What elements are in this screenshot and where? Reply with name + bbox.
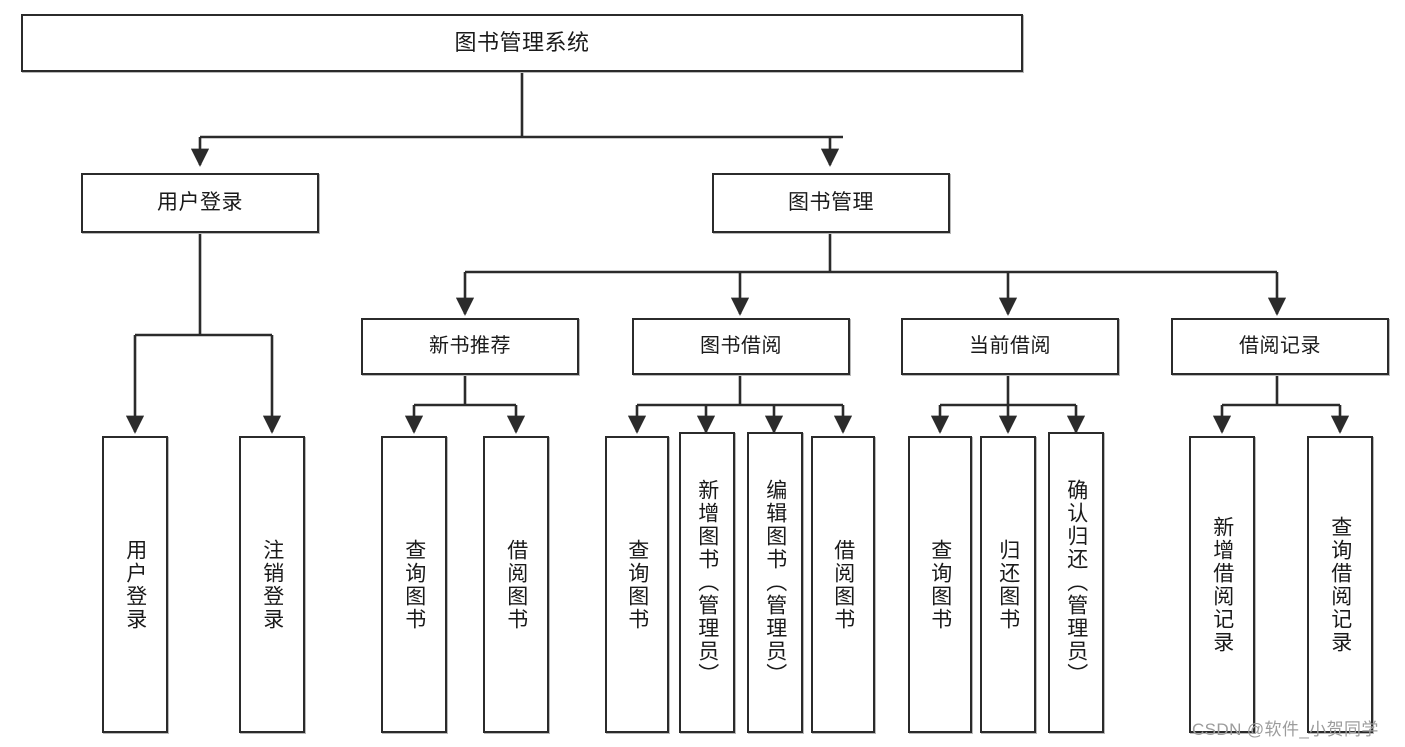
node-label: 图书借阅 (700, 334, 782, 357)
node-label: 查询图书 (625, 538, 649, 631)
node-label: 编辑图书（管理员） (763, 479, 787, 686)
node-label: 借阅图书 (504, 538, 528, 631)
node-label: 图书管理系统 (454, 30, 590, 56)
node-label: 归还图书 (996, 538, 1020, 631)
node-label: 查询借阅记录 (1328, 515, 1352, 654)
leaf-borrow-query-book[interactable]: 查询图书 (605, 436, 669, 733)
leaf-borrow-add-book-admin[interactable]: 新增图书（管理员） (679, 432, 735, 733)
node-book-management[interactable]: 图书管理 (712, 173, 950, 233)
node-new-book-recommend[interactable]: 新书推荐 (361, 318, 579, 375)
csdn-watermark: CSDN @软件_小贺同学 (1192, 720, 1379, 739)
leaf-user-login-login[interactable]: 用户登录 (102, 436, 168, 733)
leaf-borrow-edit-book-admin[interactable]: 编辑图书（管理员） (747, 432, 803, 733)
leaf-user-login-logout[interactable]: 注销登录 (239, 436, 305, 733)
node-label: 确认归还（管理员） (1064, 479, 1088, 686)
leaf-borrow-borrow-book[interactable]: 借阅图书 (811, 436, 875, 733)
node-label: 新增图书（管理员） (695, 479, 719, 686)
node-root-system[interactable]: 图书管理系统 (21, 14, 1023, 72)
node-label: 图书管理 (788, 190, 874, 214)
node-label: 查询图书 (402, 538, 426, 631)
node-label: 借阅图书 (831, 538, 855, 631)
node-user-login[interactable]: 用户登录 (81, 173, 319, 233)
node-label: 注销登录 (260, 538, 284, 631)
node-borrow-records[interactable]: 借阅记录 (1171, 318, 1389, 375)
node-book-borrow[interactable]: 图书借阅 (632, 318, 850, 375)
node-label: 当前借阅 (969, 334, 1051, 357)
node-label: 新增借阅记录 (1210, 515, 1234, 654)
leaf-records-add-record[interactable]: 新增借阅记录 (1189, 436, 1255, 733)
leaf-current-query-book[interactable]: 查询图书 (908, 436, 972, 733)
leaf-current-return-book[interactable]: 归还图书 (980, 436, 1036, 733)
leaf-recommend-borrow-book[interactable]: 借阅图书 (483, 436, 549, 733)
node-label: 借阅记录 (1239, 334, 1321, 357)
leaf-recommend-query-book[interactable]: 查询图书 (381, 436, 447, 733)
leaf-current-confirm-return-admin[interactable]: 确认归还（管理员） (1048, 432, 1104, 733)
leaf-records-query-record[interactable]: 查询借阅记录 (1307, 436, 1373, 733)
node-label: 新书推荐 (429, 334, 511, 357)
node-current-borrow[interactable]: 当前借阅 (901, 318, 1119, 375)
node-label: 用户登录 (123, 538, 147, 631)
node-label: 查询图书 (928, 538, 952, 631)
node-label: 用户登录 (157, 190, 243, 214)
